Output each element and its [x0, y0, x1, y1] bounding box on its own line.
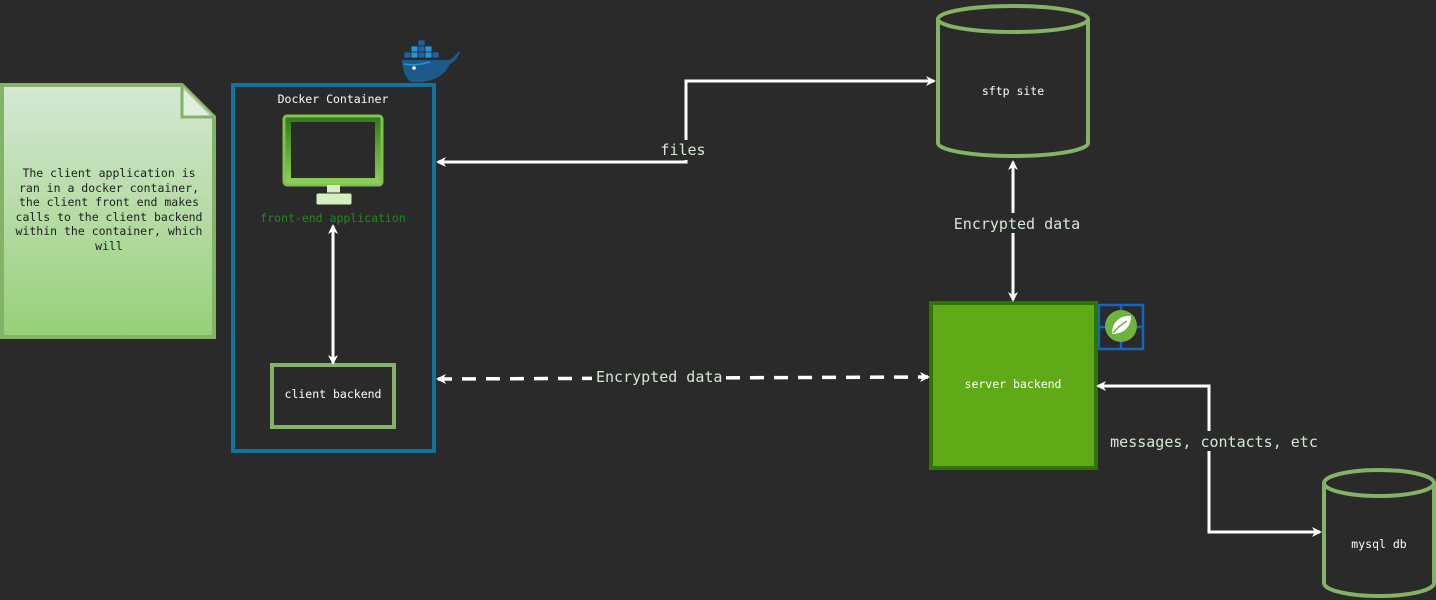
spring-leaf-icon: [1097, 303, 1145, 351]
note-line: within the container, which: [15, 224, 203, 238]
docker-whale-icon: [402, 39, 460, 83]
arrow-messages: [1096, 381, 1322, 537]
client-backend-label: client backend: [285, 387, 382, 401]
server-backend-label: server backend: [965, 377, 1062, 391]
note-line: the client front end makes: [18, 195, 199, 209]
note-line: The client application is: [22, 166, 196, 180]
client-backend-box: [270, 363, 396, 429]
files-edge-label: files: [660, 141, 705, 159]
sftp-site-cylinder: [936, 4, 1090, 158]
note-line: ran in a docker container,: [18, 180, 199, 195]
note-card: [0, 83, 216, 339]
server-backend-box: [929, 301, 1098, 470]
arrow-files: [436, 76, 936, 167]
docker-container-title: Docker Container: [278, 92, 389, 106]
messages-edge-label: messages, contacts, etc: [1110, 433, 1318, 451]
note-text: The client application is ran in a docke…: [8, 166, 210, 253]
encrypted-dashed-label: Encrypted data: [596, 368, 722, 386]
mysql-db-cylinder: [1322, 468, 1436, 598]
docker-container: [231, 83, 436, 453]
note-line: will: [95, 238, 123, 253]
mysql-db-label: mysql db: [1351, 537, 1406, 551]
note-line: calls to the client backend: [15, 209, 203, 224]
sftp-site-label: sftp site: [982, 84, 1044, 98]
monitor-icon: [282, 114, 384, 206]
front-end-label: front-end application: [260, 211, 405, 225]
encrypted-vertical-label: Encrypted data: [954, 215, 1080, 233]
